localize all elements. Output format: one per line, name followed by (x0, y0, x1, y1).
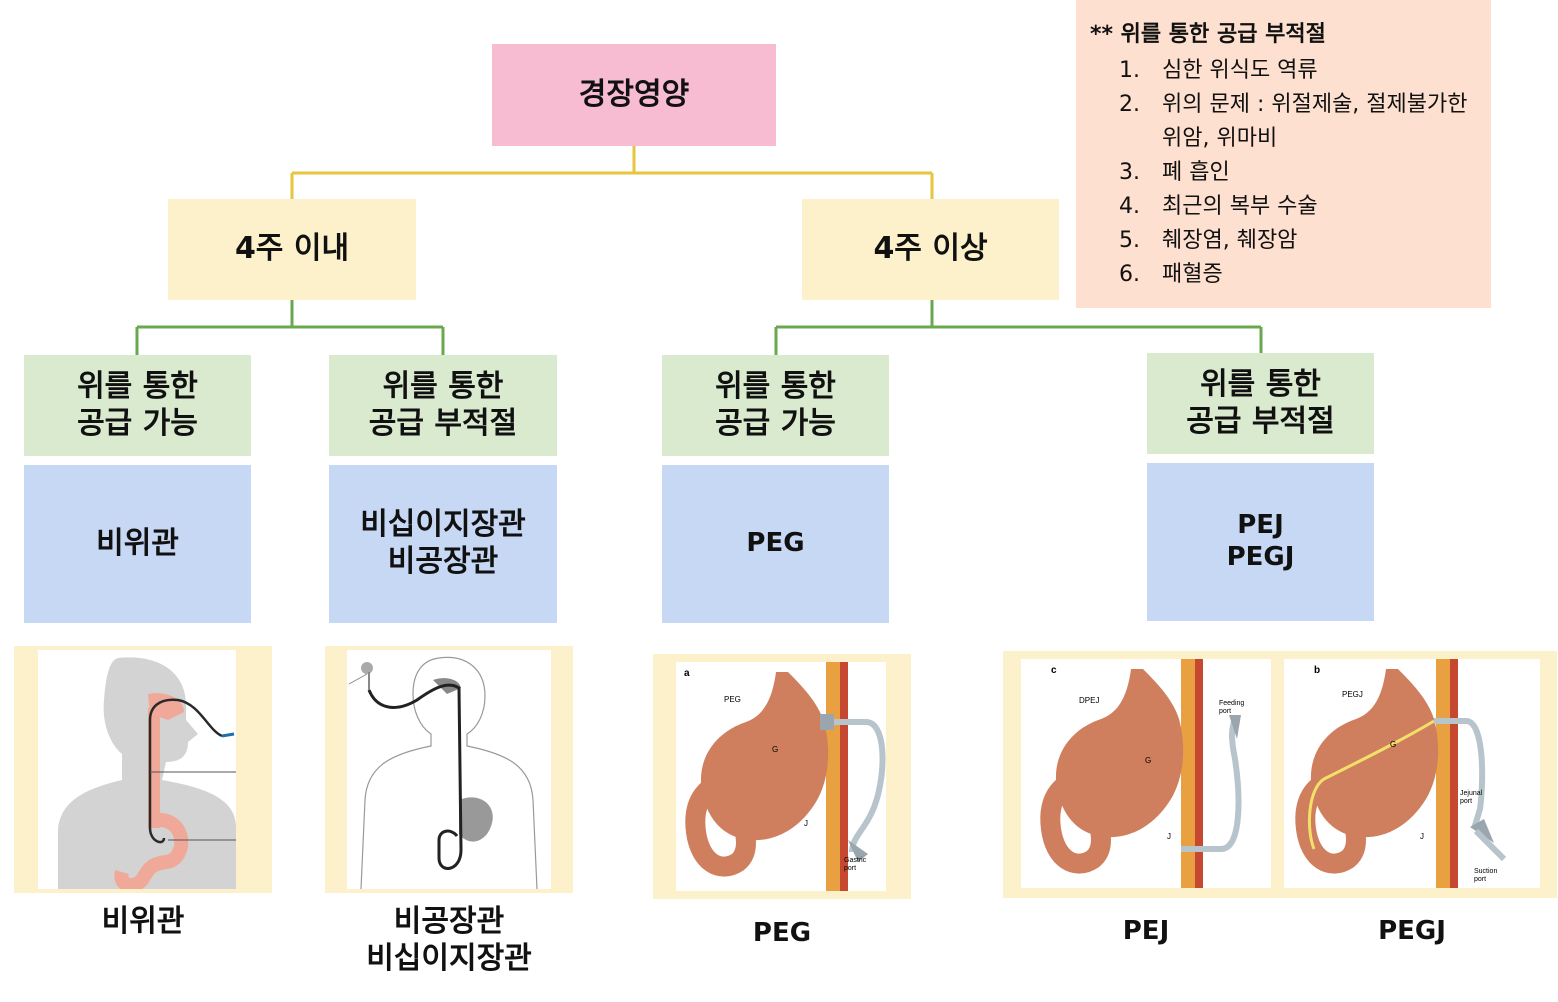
caption-peg-text: PEG (752, 918, 812, 948)
short-connector (135, 300, 445, 355)
note-list: 1. 심한 위식도 역류 2. 위의 문제 : 위절제술, 절제불가한 위암, 위마… (1090, 54, 1491, 292)
branch-over-4-weeks: 4주 이상 (802, 199, 1059, 300)
note-item-text: 위의 문제 : 위절제술, 절제불가한 위암, 위마비 (1162, 92, 1468, 151)
peg-jejunum-mark: J (804, 819, 808, 828)
note-item-number: 2. (1119, 92, 1140, 117)
note-item-number: 4. (1119, 194, 1140, 219)
note-item: 2. 위의 문제 : 위절제술, 절제불가한 위암, 위마비 (1090, 88, 1491, 156)
root-label: 경장영양 (578, 76, 690, 112)
caption-nj-text: 비공장관 비십이지장관 (366, 904, 532, 976)
branch-short-label: 4주 이내 (234, 231, 350, 267)
tube-peg: PEG (662, 465, 889, 623)
tube-label: 비십이지장관 비공장관 (360, 507, 526, 579)
note-item-text: 폐 흡인 (1162, 160, 1230, 185)
root-connector (290, 146, 934, 200)
tube-pej-pegj: PEJ PEGJ (1147, 463, 1374, 621)
peg-stomach-mark: G (772, 745, 778, 754)
note-item: 6. 패혈증 (1090, 258, 1491, 292)
svg-label-line: Suction (1474, 868, 1497, 875)
condition-stomach-unsuitable-short: 위를 통한 공급 부적절 (329, 355, 557, 456)
note-item-number: 1. (1119, 58, 1140, 83)
tube-label: PEG (746, 528, 805, 559)
condition-label: 위를 통한 공급 부적절 (368, 368, 518, 441)
condition-label: 위를 통한 공급 부적절 (1186, 366, 1335, 439)
tube-nasogastric: 비위관 (24, 465, 251, 623)
caption-ngt-text: 비위관 (101, 904, 185, 939)
svg-label-line: port (1460, 798, 1472, 805)
pegj-jejunum-mark: J (1420, 832, 1424, 841)
svg-label-line: Jejunal (1460, 790, 1483, 797)
note-title: ** 위를 통한 공급 부적절 (1090, 22, 1326, 47)
peg-panel-letter: a (684, 668, 690, 679)
pegj-stomach-mark: G (1390, 740, 1396, 749)
note-item: 4. 최근의 복부 수술 (1090, 190, 1491, 224)
peg-panel-tag: PEG (724, 695, 741, 704)
branch-under-4-weeks: 4주 이내 (168, 199, 416, 300)
tube-label: 비위관 (96, 525, 179, 561)
contraindication-note: ** 위를 통한 공급 부적절 1. 심한 위식도 역류 2. 위의 문제 : 위절… (1076, 0, 1491, 308)
note-item-number: 3. (1119, 160, 1140, 185)
branch-long-label: 4주 이상 (873, 231, 988, 267)
ngt-illustration-frame (14, 646, 272, 893)
caption-pegj-text: PEGJ (1378, 916, 1446, 946)
condition-stomach-ok-long: 위를 통한 공급 가능 (662, 355, 889, 456)
caption-pej: PEJ (1021, 916, 1271, 948)
condition-stomach-unsuitable-long: 위를 통한 공급 부적절 (1147, 353, 1374, 454)
condition-label: 위를 통한 공급 가능 (77, 368, 198, 441)
condition-stomach-ok-short: 위를 통한 공급 가능 (24, 355, 251, 456)
pej-panel-letter: c (1051, 665, 1057, 676)
caption-pej-text: PEJ (1122, 916, 1170, 946)
svg-label-line: Gastric (844, 857, 867, 864)
note-item-number: 6. (1119, 262, 1140, 287)
caption-nj: 비공장관 비십이지장관 (325, 904, 573, 977)
root-node: 경장영양 (492, 44, 776, 146)
pej-stomach-mark: G (1145, 756, 1151, 765)
pej-panel-tag: DPEJ (1079, 696, 1099, 705)
condition-label: 위를 통한 공급 가능 (715, 368, 836, 441)
note-item: 1. 심한 위식도 역류 (1090, 54, 1491, 88)
caption-ngt: 비위관 (14, 904, 272, 941)
note-item-text: 최근의 복부 수술 (1162, 194, 1318, 219)
note-item-text: 심한 위식도 역류 (1162, 58, 1318, 83)
caption-pegj: PEGJ (1284, 916, 1540, 948)
pegj-panel-letter: b (1314, 665, 1320, 676)
nj-illustration-frame (325, 646, 573, 893)
note-item-text: 췌장염, 췌장암 (1162, 228, 1298, 253)
note-item: 3. 폐 흡인 (1090, 156, 1491, 190)
nj-body-illustration (347, 650, 551, 889)
tube-nasoduodenal-nasojejunal: 비십이지장관 비공장관 (329, 465, 557, 623)
tube-label: PEJ PEGJ (1226, 510, 1295, 572)
note-item-text: 패혈증 (1162, 262, 1223, 287)
pej-jejunum-mark: J (1167, 832, 1171, 841)
long-connector (774, 300, 1263, 355)
ngt-body-illustration (38, 650, 236, 889)
svg-label-line: port (844, 865, 856, 872)
svg-label-line: port (1474, 876, 1486, 883)
note-item: 5. 췌장염, 췌장암 (1090, 224, 1491, 258)
note-item-number: 5. (1119, 228, 1140, 253)
caption-peg: PEG (653, 918, 911, 950)
svg-label-line: port (1219, 708, 1231, 715)
pegj-panel-tag: PEGJ (1342, 690, 1363, 699)
svg-label-line: Feeding (1219, 700, 1244, 707)
